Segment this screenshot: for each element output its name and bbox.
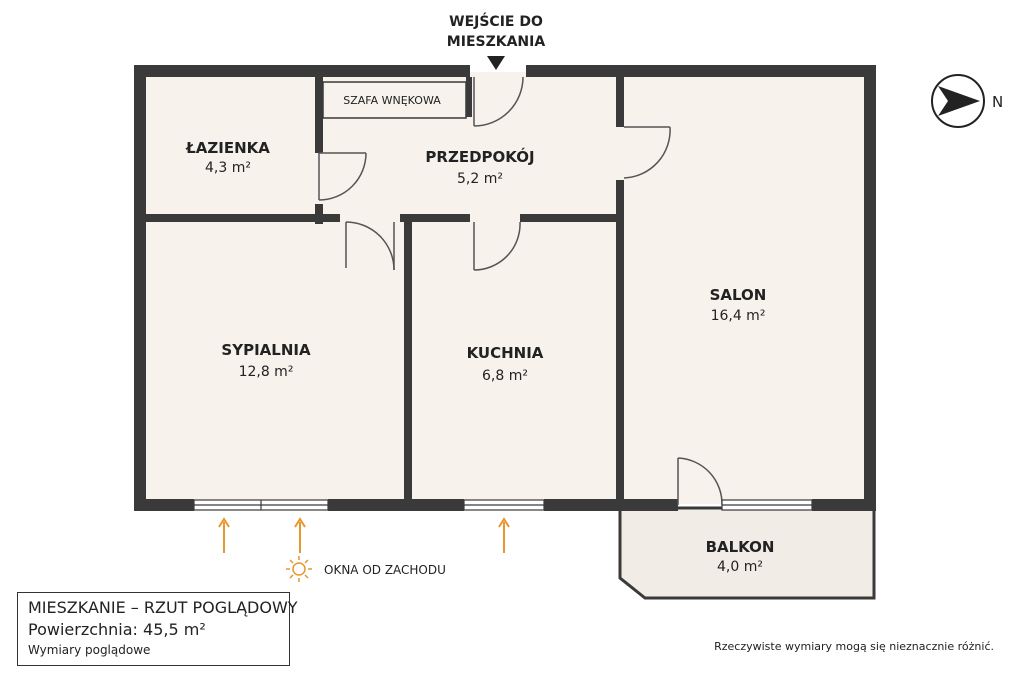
windows-note: OKNA OD ZACHODU bbox=[324, 563, 446, 577]
legend-box: MIESZKANIE – RZUT POGLĄDOWY Powierzchnia… bbox=[17, 592, 298, 666]
doors bbox=[318, 76, 723, 506]
room-name-przedpokoj: PRZEDPOKÓJ bbox=[425, 147, 534, 166]
legend-note: Wymiary poglądowe bbox=[28, 643, 151, 657]
apartment-floor bbox=[141, 72, 869, 504]
entrance-arrow-icon bbox=[487, 56, 505, 70]
disclaimer: Rzeczywiste wymiary mogą się nieznacznie… bbox=[714, 640, 994, 653]
window-arrow-icons bbox=[218, 517, 510, 553]
entrance-label-line2: MIESZKANIA bbox=[447, 34, 546, 50]
room-name-sypialnia: SYPIALNIA bbox=[221, 341, 311, 359]
room-name-kuchnia: KUCHNIA bbox=[467, 344, 544, 362]
legend-title: MIESZKANIE – RZUT POGLĄDOWY bbox=[28, 598, 298, 617]
north-compass-icon bbox=[931, 74, 985, 128]
outer-walls bbox=[134, 65, 876, 511]
interior-walls bbox=[146, 77, 624, 499]
windows bbox=[193, 499, 813, 511]
room-name-lazienka: ŁAZIENKA bbox=[185, 139, 270, 157]
room-area-przedpokoj: 5,2 m² bbox=[457, 171, 503, 187]
room-name-salon: SALON bbox=[710, 286, 767, 304]
room-area-kuchnia: 6,8 m² bbox=[482, 368, 528, 384]
closet-outline bbox=[322, 81, 467, 119]
closet-label: SZAFA WNĘKOWA bbox=[343, 94, 441, 107]
entrance-label-line1: WEJŚCIE DO bbox=[449, 12, 543, 30]
sun-icon bbox=[286, 556, 312, 582]
north-label: N bbox=[992, 93, 1003, 111]
room-area-salon: 16,4 m² bbox=[711, 308, 766, 324]
room-area-lazienka: 4,3 m² bbox=[205, 160, 251, 176]
legend-area: Powierzchnia: 45,5 m² bbox=[28, 620, 206, 639]
room-area-sypialnia: 12,8 m² bbox=[239, 364, 294, 380]
room-name-balkon: BALKON bbox=[706, 538, 775, 556]
room-area-balkon: 4,0 m² bbox=[717, 559, 763, 575]
